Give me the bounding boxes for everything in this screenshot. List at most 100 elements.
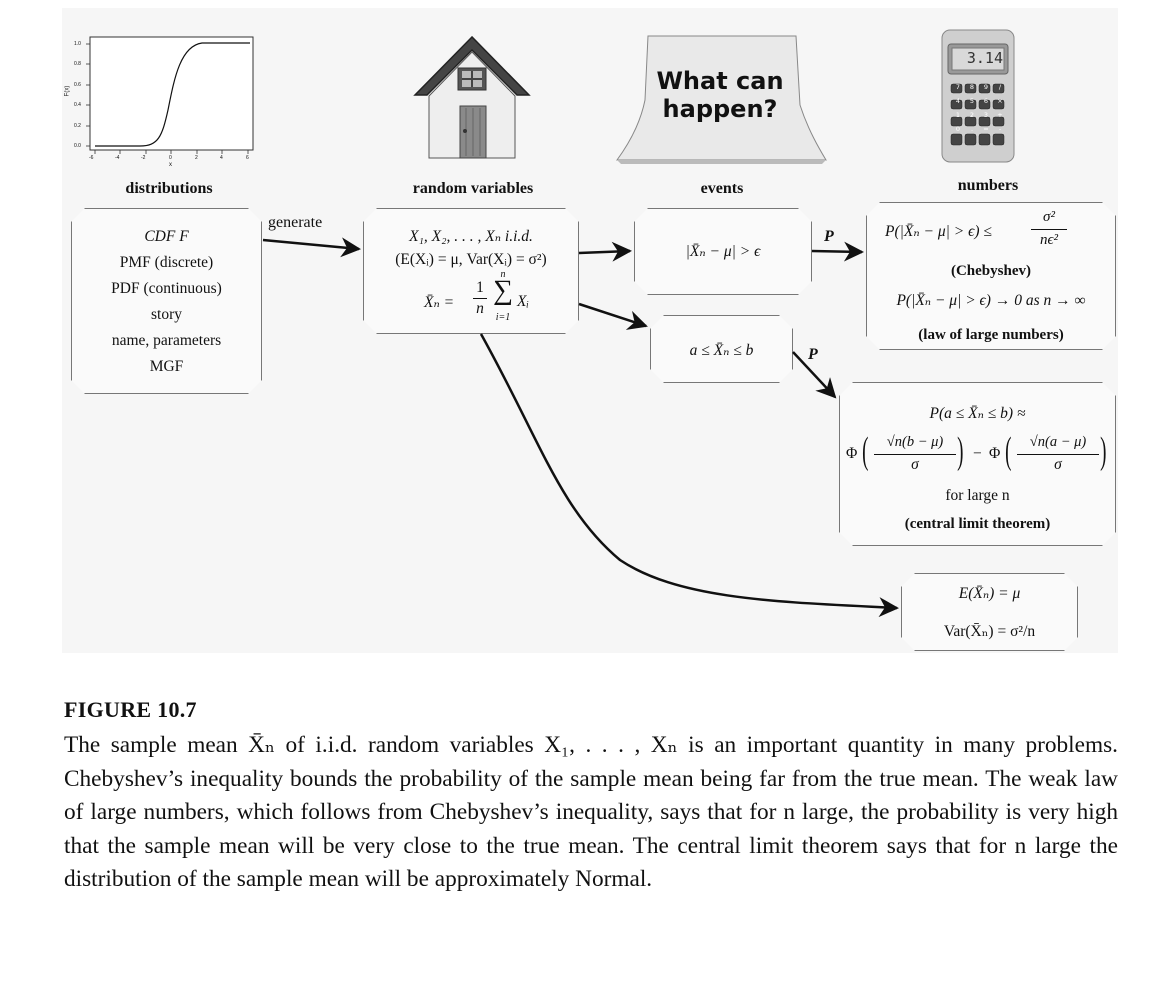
sigma-icon: ∑ (493, 275, 513, 306)
calc-key: - (998, 125, 1002, 133)
clt-frac1-bar (874, 454, 956, 455)
cdf-xtick: 2 (195, 155, 198, 161)
cdf-ytick: 0.4 (74, 102, 81, 108)
event-box-interval: a ≤ X̄ₙ ≤ b (650, 315, 793, 383)
dist-line-pdf: PDF (continuous) (111, 280, 222, 297)
frac-bar (473, 298, 487, 299)
lln-label: (law of large numbers) (918, 327, 1064, 343)
frac-den: n (476, 300, 484, 317)
p-label-1: P (824, 228, 834, 245)
rv-line-iid: X₁, X₂, . . . , Xₙ i.i.d. (409, 228, 533, 245)
cdf-xtick: -4 (115, 155, 120, 161)
event-deviation: |X̄ₙ − μ| > ϵ (685, 243, 761, 260)
figure-title: FIGURE 10.7 (64, 697, 197, 722)
clt-minus: − (973, 445, 982, 462)
figure-caption: The sample mean X̄ₙ of i.i.d. random var… (64, 732, 1118, 893)
variance-line: Var(X̄ₙ) = σ²/n (943, 623, 1036, 640)
arrow-generate (262, 237, 361, 258)
calc-key: 8 (969, 83, 975, 91)
cdf-xtick: 4 (220, 155, 223, 161)
lln-formula: P(|X̄ₙ − μ| > ϵ) → 0 as n → ∞ (896, 292, 1086, 309)
calc-key: / (998, 83, 1002, 91)
calc-key: 2 (969, 111, 975, 119)
cdf-ytick: 0.2 (74, 123, 81, 129)
clt-lhs: P(a ≤ X̄ₙ ≤ b) ≈ (929, 405, 1026, 422)
arrow-to-clt (792, 351, 837, 399)
cdf-xtick: -2 (141, 155, 146, 161)
cdf-ytick: 0.8 (74, 61, 81, 67)
calc-key: 0 (955, 125, 961, 133)
sample-mean-lhs: X̄ₙ = (424, 294, 455, 311)
clt-frac2-den: σ (1054, 456, 1062, 473)
dist-line-story: story (151, 306, 182, 323)
sum-term: Xᵢ (517, 293, 529, 310)
mean-variance-box: E(X̄ₙ) = μ Var(X̄ₙ) = σ²/n (901, 573, 1078, 651)
calc-key: × (997, 97, 1003, 105)
paren-open-1: ( (862, 430, 869, 472)
cdf-xlabel: x (169, 162, 172, 168)
clt-large-n: for large n (945, 487, 1010, 504)
cdf-ytick: 0.6 (74, 82, 81, 88)
arrow-to-mean (479, 333, 899, 618)
clt-frac1-den: σ (911, 456, 919, 473)
dist-line-cdf: CDF F (144, 228, 189, 245)
sticky-note-text: What can happen? (640, 67, 800, 123)
calc-key: 3 (983, 111, 989, 119)
clt-frac2-bar (1017, 454, 1099, 455)
column-title-events: events (700, 180, 744, 197)
p-label-2: P (808, 346, 818, 363)
phi-symbol-1: Φ (846, 445, 858, 462)
chebyshev-box: P(|X̄ₙ − μ| > ϵ) ≤ σ² nϵ² (Chebyshev) P(… (866, 202, 1116, 350)
rv-line-moments: (E(Xᵢ) = μ, Var(Xᵢ) = σ²) (395, 251, 547, 268)
cdf-ytick: 1.0 (74, 41, 81, 47)
sticky-line-1: What can (656, 67, 784, 95)
calculator-display: 3.14 (966, 49, 1003, 67)
cdf-xtick: 6 (246, 155, 249, 161)
calc-key: 4 (955, 97, 961, 105)
paren-close-1: ) (957, 430, 964, 472)
clt-label: (central limit theorem) (904, 516, 1051, 532)
clt-frac2-num: √n(a − μ) (1029, 434, 1087, 450)
arrow-to-event1 (578, 241, 632, 262)
phi-symbol-2: Φ (989, 445, 1001, 462)
arrow-to-chebyshev (811, 241, 864, 262)
sum-top: n (500, 269, 506, 280)
dist-line-pmf: PMF (discrete) (119, 254, 214, 271)
chebyshev-num: σ² (1043, 209, 1055, 225)
arrow-to-event2 (578, 302, 648, 330)
clt-frac1-num: √n(b − μ) (886, 434, 944, 450)
calc-key: 5 (969, 97, 975, 105)
chebyshev-lhs: P(|X̄ₙ − μ| > ϵ) ≤ (885, 223, 992, 240)
clt-box: P(a ≤ X̄ₙ ≤ b) ≈ Φ ( √n(b − μ) σ ) − Φ (… (839, 382, 1116, 546)
paren-open-2: ( (1005, 430, 1012, 472)
event-box-deviation: |X̄ₙ − μ| > ϵ (634, 208, 812, 295)
cdf-xtick: 0 (169, 155, 172, 161)
random-variables-box: X₁, X₂, . . . , Xₙ i.i.d. (E(Xᵢ) = μ, Va… (363, 208, 579, 334)
calc-key: . (970, 125, 974, 133)
event-interval: a ≤ X̄ₙ ≤ b (689, 342, 754, 359)
dist-line-name: name, parameters (111, 332, 222, 349)
calc-key: + (997, 111, 1003, 119)
calc-key: 7 (955, 83, 961, 91)
clt-formula: Φ ( √n(b − μ) σ ) − Φ ( √n(a − μ) σ ) (844, 431, 1114, 481)
cdf-ytick: 0.0 (74, 143, 81, 149)
column-title-distributions: distributions (125, 180, 213, 197)
column-title-random-variables: random variables (412, 180, 534, 197)
generate-label: generate (268, 214, 323, 231)
mean-line: E(X̄ₙ) = μ (958, 585, 1021, 602)
chebyshev-den: nϵ² (1039, 232, 1059, 248)
calc-key: 6 (983, 97, 989, 105)
calc-key: = (983, 125, 989, 133)
distributions-box: CDF F PMF (discrete) PDF (continuous) st… (71, 208, 262, 394)
chebyshev-label: (Chebyshev) (950, 263, 1031, 279)
sticky-line-2: happen? (662, 95, 778, 123)
dist-line-mgf: MGF (149, 358, 184, 375)
column-title-numbers: numbers (957, 177, 1019, 194)
paren-close-2: ) (1100, 430, 1107, 472)
sample-mean-formula: X̄ₙ = 1 n n ∑ i=1 Xᵢ (424, 279, 544, 329)
